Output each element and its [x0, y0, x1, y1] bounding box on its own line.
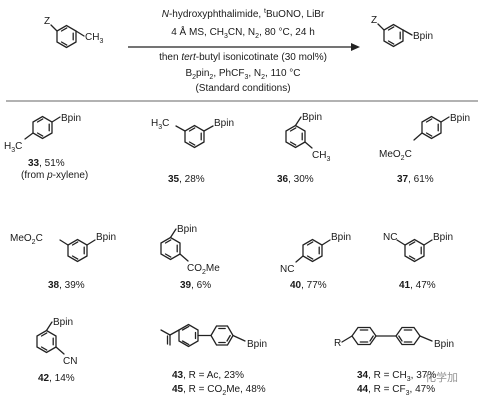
compound-40-structure: Bpin NC: [280, 232, 351, 275]
bpin-label: Bpin: [434, 339, 454, 350]
bpin-label: Bpin: [331, 232, 351, 243]
compound-34-caption: 34, R = CH3, 37%: [357, 370, 436, 383]
compound-37-caption: 37, 61%: [397, 174, 434, 185]
condition-line-5: (Standard conditions): [195, 83, 290, 94]
compound-41-caption: 41, 47%: [399, 280, 436, 291]
reaction-conditions: N-hydroxyphthalimide, tBuONO, LiBr 4 Å M…: [159, 8, 327, 94]
compound-38-structure: MeO2C Bpin: [10, 232, 116, 263]
reaction-arrow: [128, 43, 360, 51]
compound-33-caption: 33, 51%: [28, 158, 65, 169]
compound-36-structure: Bpin CH3: [285, 112, 330, 163]
nitrile-label: CN: [63, 356, 77, 367]
compound-39-caption: 39, 6%: [180, 280, 211, 291]
compound-41-structure: NC Bpin: [383, 232, 453, 263]
ester-label: MeO2C: [10, 233, 43, 246]
methyl-label: H3C: [4, 141, 22, 154]
compound-42-caption: 42, 14%: [38, 373, 75, 384]
bpin-label: Bpin: [247, 339, 267, 350]
compound-33-note: (from p-xylene): [21, 170, 88, 181]
bpin-label: Bpin: [433, 232, 453, 243]
bpin-label: Bpin: [96, 232, 116, 243]
nitrile-label: NC: [383, 232, 397, 243]
product-bpin-label: Bpin: [413, 31, 433, 42]
reactant-methyl-label: CH3: [85, 32, 103, 45]
product-z-label: Z: [371, 15, 377, 26]
nitrile-label: NC: [280, 264, 294, 275]
condition-line-2: 4 Å MS, CH3CN, N2, 80 °C, 24 h: [171, 25, 315, 40]
compound-35-caption: 35, 28%: [168, 174, 205, 185]
methyl-label: CH3: [312, 150, 330, 163]
compound-39-structure: Bpin CO2Me: [160, 224, 220, 276]
compound-45-caption: 45, R = CO2Me, 48%: [172, 384, 266, 397]
bpin-label: Bpin: [302, 112, 322, 123]
product-structure: Bpin Z: [371, 15, 433, 48]
ester-label: MeO2C: [379, 149, 412, 162]
ester-label: CO2Me: [187, 263, 220, 276]
compound-43-45-structure: Bpin: [160, 323, 267, 350]
compound-43-caption: 43, R = Ac, 23%: [172, 370, 244, 381]
condition-line-1: N-hydroxyphthalimide, tBuONO, LiBr: [162, 8, 325, 20]
reactant-z-label: Z: [44, 16, 50, 27]
bpin-label: Bpin: [53, 317, 73, 328]
reactant-structure: CH3 Z: [44, 16, 103, 49]
watermark-text: 化学加: [425, 370, 458, 384]
compound-40-caption: 40, 77%: [290, 280, 327, 291]
compound-44-caption: 44, R = CF3, 47%: [357, 384, 435, 397]
bpin-label: Bpin: [450, 113, 470, 124]
compound-38-caption: 38, 39%: [48, 280, 85, 291]
compound-35-structure: H3C Bpin: [151, 118, 234, 149]
condition-line-4: B2pin2, PhCF3, N2, 110 °C: [185, 68, 300, 81]
compound-37-structure: Bpin MeO2C: [379, 113, 470, 162]
methyl-label: H3C: [151, 118, 169, 131]
compound-33-structure: Bpin H3C: [4, 113, 81, 154]
bpin-label: Bpin: [177, 224, 197, 235]
compound-34-44-structure: R Bpin: [334, 326, 454, 350]
bpin-label: Bpin: [61, 113, 81, 124]
compound-42-structure: Bpin CN: [36, 317, 77, 367]
r-group-label: R: [334, 338, 341, 349]
compound-36-caption: 36, 30%: [277, 174, 314, 185]
condition-line-3: then tert-butyl isonicotinate (30 mol%): [159, 52, 327, 63]
bpin-label: Bpin: [214, 118, 234, 129]
